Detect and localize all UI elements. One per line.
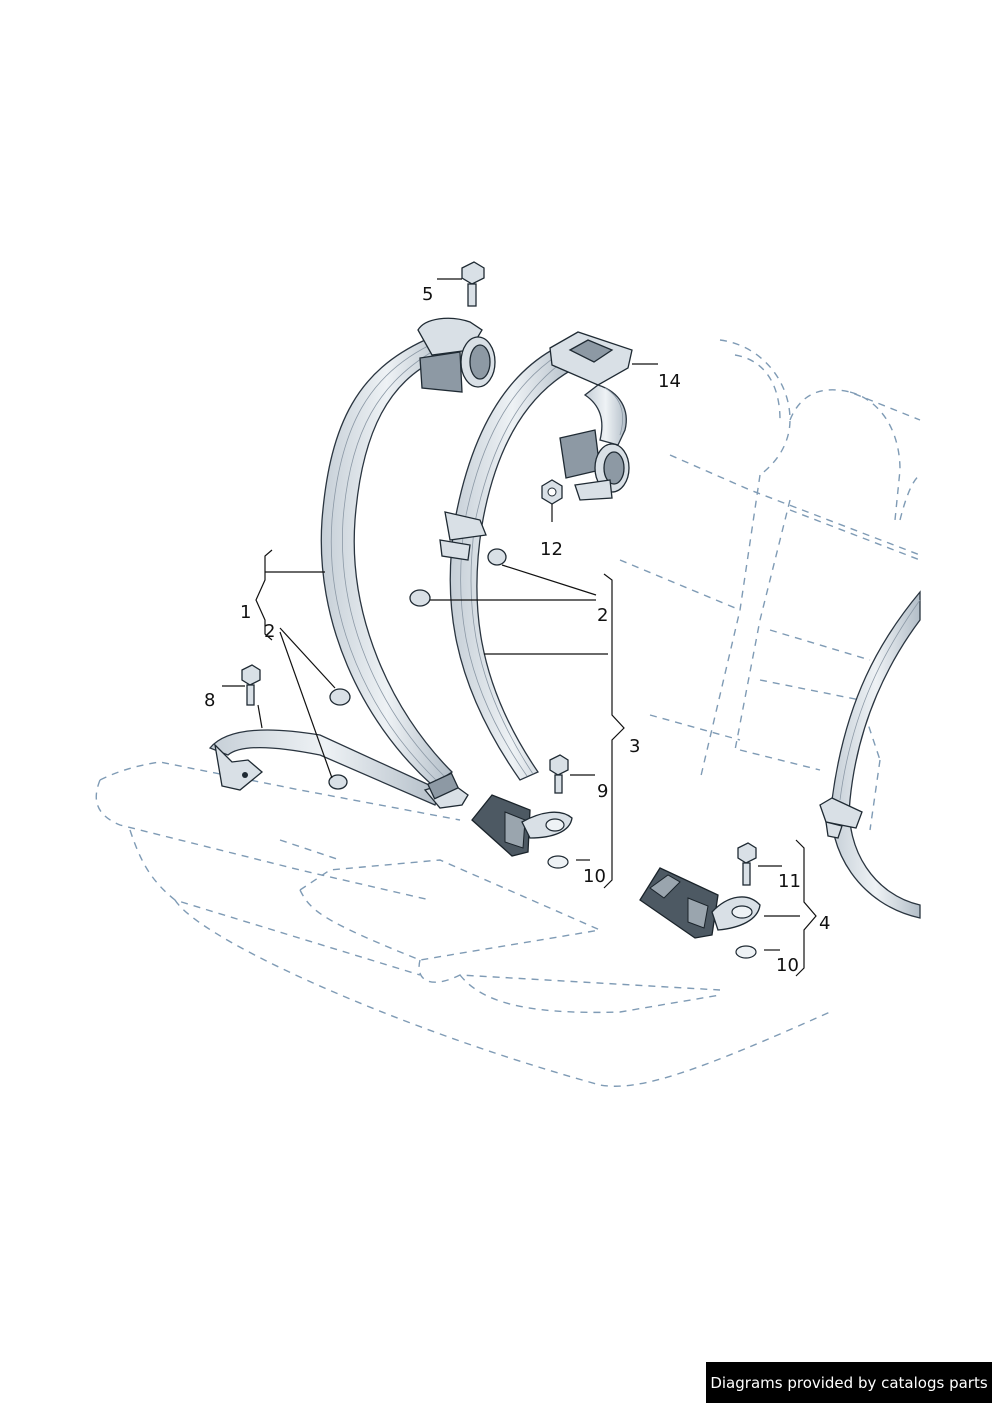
callout-11: 11: [778, 871, 801, 892]
buckle-assembly-right: [639, 867, 761, 939]
attribution-text: Diagrams provided by catalogs parts: [710, 1373, 988, 1392]
callout-14: 14: [658, 371, 681, 392]
seat-belt-right: [819, 590, 921, 919]
callout-10-middle: 10: [583, 866, 606, 887]
seat-belt-left: [208, 317, 496, 809]
callout-10-right: 10: [776, 955, 799, 976]
caps-2: [328, 548, 507, 790]
callout-3: 3: [629, 736, 640, 757]
bolt-11: [737, 842, 757, 886]
callout-4: 4: [819, 913, 830, 934]
seat-outline: [95, 339, 921, 1087]
bolt-5: [461, 261, 485, 307]
seat-belt-middle: [439, 331, 633, 857]
callout-2-middle: 2: [597, 605, 608, 626]
leader-lines: [222, 278, 817, 977]
attribution-banner: Diagrams provided by catalogs parts: [706, 1362, 992, 1403]
callout-1: 1: [240, 602, 251, 623]
callout-9: 9: [597, 781, 608, 802]
nut-12: [541, 479, 563, 505]
washers-10: [547, 855, 757, 959]
callout-5: 5: [422, 284, 433, 305]
callout-8: 8: [204, 690, 215, 711]
callout-labels: 5 14 12 1 2 2 8 3 9 10 11 4 10: [204, 284, 830, 976]
callout-12: 12: [540, 539, 563, 560]
bolt-9: [549, 754, 569, 794]
bolt-8: [241, 664, 261, 706]
callout-2-left: 2: [264, 621, 275, 642]
